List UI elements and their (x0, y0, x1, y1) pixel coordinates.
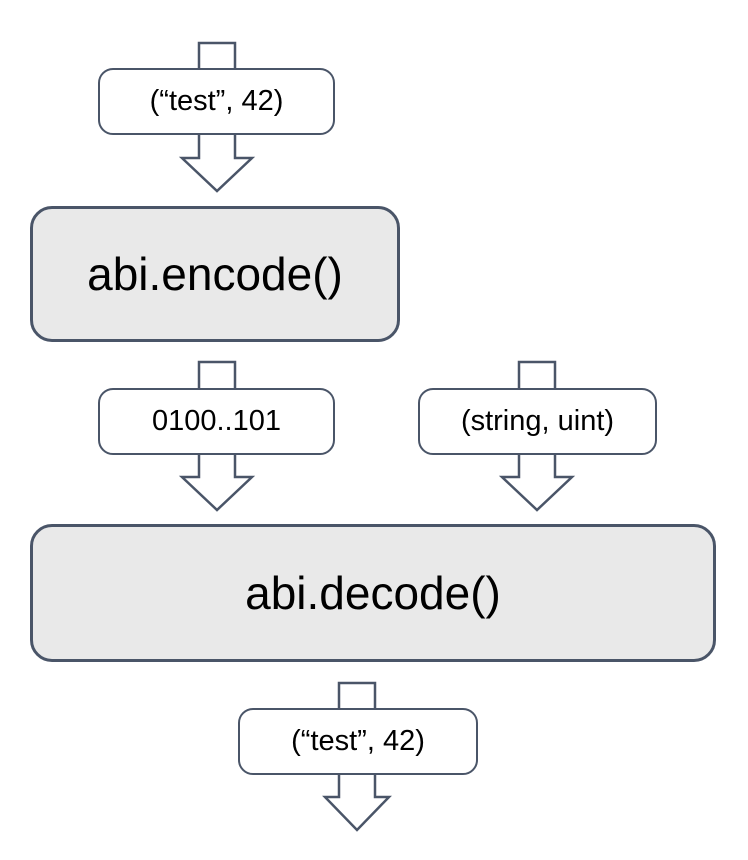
node-type-signature: (string, uint) (418, 388, 657, 455)
node-abi-encode: abi.encode() (30, 206, 400, 342)
node-input-value: (“test”, 42) (98, 68, 335, 135)
node-encoded-bytes: 0100..101 (98, 388, 335, 455)
node-abi-decode: abi.decode() (30, 524, 716, 662)
node-decoded-value: (“test”, 42) (238, 708, 478, 775)
